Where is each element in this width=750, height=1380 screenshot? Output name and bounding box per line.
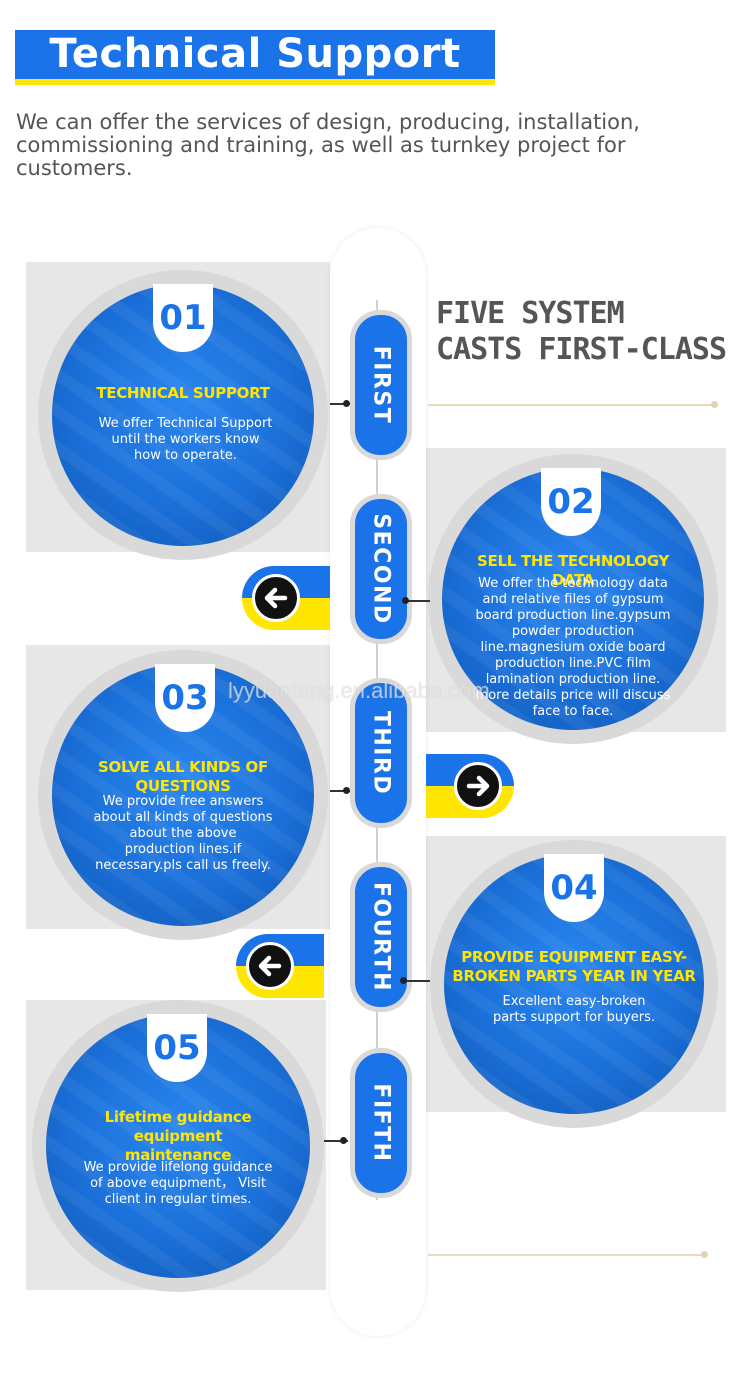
- step-title: TECHNICAL SUPPORT: [96, 384, 270, 402]
- step-title: SOLVE ALL KINDS OF QUESTIONS: [98, 758, 268, 795]
- arrow-tab-3: [236, 934, 324, 998]
- step-description: Excellent easy-broken parts support for …: [492, 994, 656, 1025]
- step-circle-4: 04 PROVIDE EQUIPMENT EASY-BROKEN PARTS Y…: [430, 840, 718, 1128]
- step-number-tab: 03: [155, 664, 215, 732]
- connector-1: [330, 403, 350, 405]
- decor-dot-bottom: [701, 1251, 708, 1258]
- step-title: PROVIDE EQUIPMENT EASY-BROKEN PARTS YEAR…: [452, 948, 696, 985]
- step-description: We provide free answers about all kinds …: [93, 794, 273, 873]
- step-label: FIRST: [368, 345, 394, 425]
- step-number: 02: [547, 482, 595, 522]
- connector-3: [330, 790, 350, 792]
- headline-line-2: CASTS FIRST-CLASS: [436, 332, 727, 367]
- step-number: 04: [550, 868, 598, 908]
- title-banner: Technical Support: [15, 30, 495, 85]
- connector-dot-5: [340, 1137, 347, 1144]
- arrow-left-icon: [252, 574, 300, 622]
- step-label: FOURTH: [368, 882, 394, 992]
- decor-dot-top: [711, 401, 718, 408]
- step-circle-1: 01 TECHNICAL SUPPORT We offer Technical …: [38, 270, 328, 560]
- step-pill-third: THIRD: [350, 678, 412, 828]
- watermark: lyyuanteng.en.alibaba.com: [228, 678, 490, 703]
- intro-text: We can offer the services of design, pro…: [16, 110, 640, 180]
- connector-dot-4: [400, 977, 407, 984]
- step-label: SECOND: [368, 513, 394, 625]
- decor-line-bottom: [428, 1254, 704, 1256]
- step-pill-fourth: FOURTH: [350, 862, 412, 1012]
- step-description: We offer Technical Support until the wor…: [98, 416, 273, 463]
- step-title: Lifetime guidance equipment maintenance: [104, 1108, 252, 1164]
- arrow-left-icon: [246, 942, 294, 990]
- connector-dot-2: [402, 597, 409, 604]
- step-title: SELL THE TECHNOLOGY DATA: [477, 552, 669, 589]
- step-number-tab: 04: [544, 854, 604, 922]
- step-description: We offer the technology data and relativ…: [475, 576, 671, 719]
- step-number-tab: 02: [541, 468, 601, 536]
- step-label: FIFTH: [368, 1083, 394, 1163]
- step-pill-second: SECOND: [350, 494, 412, 644]
- step-number-tab: 01: [153, 284, 213, 352]
- page-title: Technical Support: [49, 31, 461, 77]
- step-label: THIRD: [368, 710, 394, 796]
- decor-line-top: [428, 404, 714, 406]
- step-number: 01: [159, 298, 207, 338]
- connector-5: [324, 1140, 348, 1142]
- step-number: 03: [161, 678, 209, 718]
- step-description: We provide lifelong guidance of above eq…: [83, 1160, 273, 1207]
- arrow-tab-2: [426, 754, 514, 818]
- arrow-right-icon: [454, 762, 502, 810]
- step-circle-3: 03 SOLVE ALL KINDS OF QUESTIONS We provi…: [38, 650, 328, 940]
- headline: FIVE SYSTEM CASTS FIRST-CLASS: [436, 296, 736, 368]
- step-pill-fifth: FIFTH: [350, 1048, 412, 1198]
- connector-dot-1: [343, 400, 350, 407]
- step-pill-first: FIRST: [350, 310, 412, 460]
- connector-4: [402, 980, 430, 982]
- step-circle-2: 02 SELL THE TECHNOLOGY DATA We offer the…: [428, 454, 718, 744]
- step-number: 05: [153, 1028, 201, 1068]
- headline-line-1: FIVE SYSTEM: [436, 296, 625, 331]
- arrow-tab-1: [242, 566, 330, 630]
- connector-2: [404, 600, 430, 602]
- connector-dot-3: [343, 787, 350, 794]
- step-circle-5: 05 Lifetime guidance equipment maintenan…: [32, 1000, 324, 1292]
- step-number-tab: 05: [147, 1014, 207, 1082]
